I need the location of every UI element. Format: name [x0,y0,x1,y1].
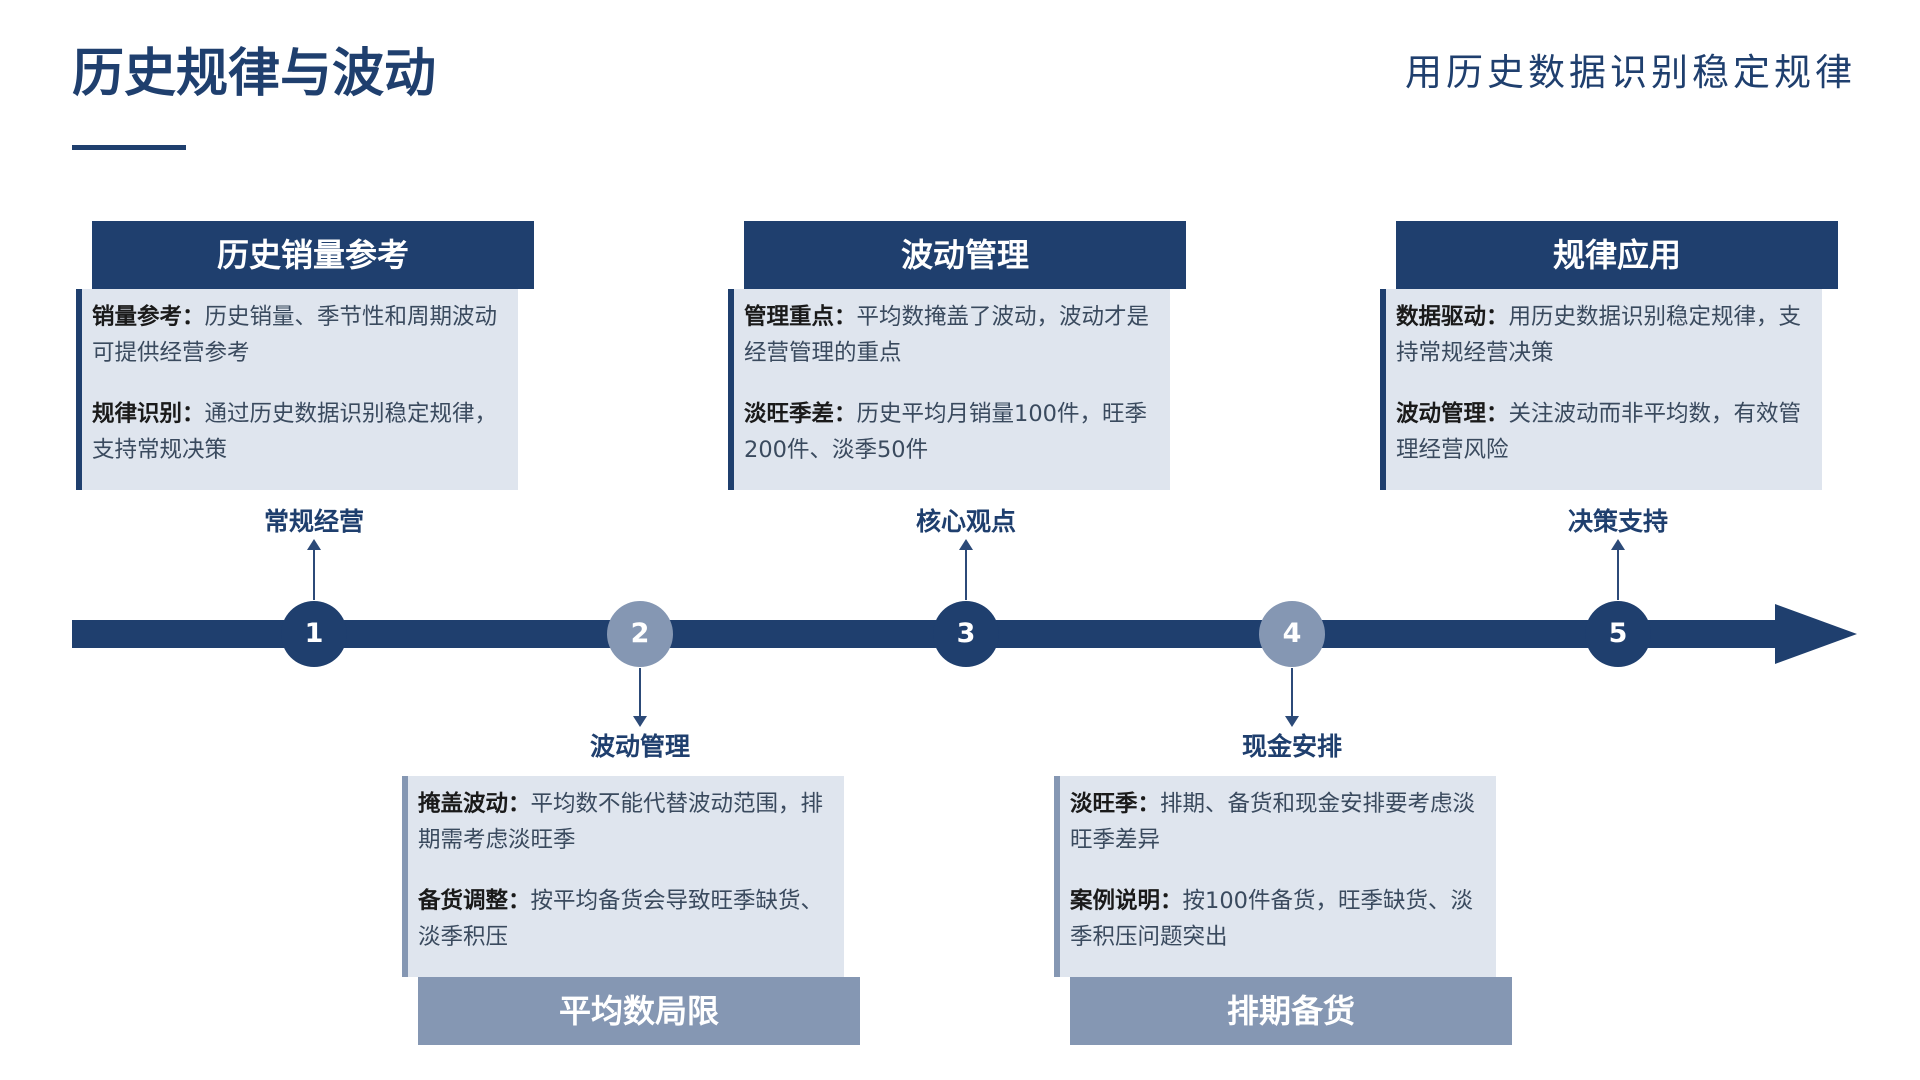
item-text: 平均数掩盖了波动，波动才是经营管理的重点 [744,304,1150,366]
card-4-item-1: 淡旺季：排期、备货和现金安排要考虑淡旺季差异 [1070,786,1484,858]
card-3-item-1: 管理重点：平均数掩盖了波动，波动才是经营管理的重点 [744,299,1158,371]
item-label: 淡旺季差： [744,401,857,427]
card-2-item-2: 备货调整：按平均备货会导致旺季缺货、淡季积压 [418,883,832,955]
card-4-item-2: 案例说明：按100件备货，旺季缺货、淡季积压问题突出 [1070,883,1484,955]
card-header-3: 波动管理 [744,221,1186,289]
timeline-node-4: 4 [1259,601,1325,667]
connector-line [639,668,641,724]
item-text: 用历史数据识别稳定规律，支持常规经营决策 [1396,304,1802,366]
card-body-4: 淡旺季：排期、备货和现金安排要考虑淡旺季差异 案例说明：按100件备货，旺季缺货… [1054,776,1496,977]
item-text: 按平均备货会导致旺季缺货、淡季积压 [418,888,824,950]
item-label: 规律识别： [92,401,205,427]
card-body-5: 数据驱动：用历史数据识别稳定规律，支持常规经营决策 波动管理：关注波动而非平均数… [1380,289,1822,490]
connector-line [1291,668,1293,724]
card-1-item-1: 销量参考：历史销量、季节性和周期波动可提供经营参考 [92,299,506,371]
card-body-3: 管理重点：平均数掩盖了波动，波动才是经营管理的重点 淡旺季差：历史平均月销量10… [728,289,1170,490]
page-title: 历史规律与波动 [72,44,437,104]
point-label-2: 波动管理 [589,732,690,761]
card-body-1: 销量参考：历史销量、季节性和周期波动可提供经营参考 规律识别：通过历史数据识别稳… [76,289,518,490]
item-label: 管理重点： [744,304,857,330]
page-subtitle: 用历史数据识别稳定规律 [1405,51,1856,94]
item-label: 波动管理： [1396,401,1509,427]
connector-line [1617,548,1619,600]
item-text: 历史销量、季节性和周期波动可提供经营参考 [92,304,498,366]
point-label-4: 现金安排 [1241,732,1342,761]
timeline-bar [72,620,1782,648]
timeline-node-3: 3 [933,601,999,667]
title-underline [72,145,186,150]
timeline-node-2: 2 [607,601,673,667]
item-label: 销量参考： [92,304,205,330]
timeline-node-1: 1 [281,601,347,667]
card-header-5: 规律应用 [1396,221,1838,289]
arrow-up-icon [959,539,973,550]
item-label: 掩盖波动： [418,791,531,817]
arrow-down-icon [633,716,647,727]
card-2-item-1: 掩盖波动：平均数不能代替波动范围，排期需考虑淡旺季 [418,786,832,858]
timeline-arrowhead-icon [1775,604,1857,664]
arrow-up-icon [1611,539,1625,550]
item-text: 关注波动而非平均数，有效管理经营风险 [1396,401,1802,463]
connector-line [313,548,315,600]
item-label: 数据驱动： [1396,304,1509,330]
item-text: 通过历史数据识别稳定规律，支持常规决策 [92,401,498,463]
card-3-item-2: 淡旺季差：历史平均月销量100件，旺季200件、淡季50件 [744,396,1158,468]
timeline-node-5: 5 [1585,601,1651,667]
item-text: 历史平均月销量100件，旺季200件、淡季50件 [744,401,1147,463]
card-header-1: 历史销量参考 [92,221,534,289]
card-header-4: 排期备货 [1070,977,1512,1045]
card-header-2: 平均数局限 [418,977,860,1045]
item-label: 淡旺季： [1070,791,1161,817]
point-label-3: 核心观点 [915,507,1016,536]
arrow-down-icon [1285,716,1299,727]
item-text: 按100件备货，旺季缺货、淡季积压问题突出 [1070,888,1473,950]
card-5-item-1: 数据驱动：用历史数据识别稳定规律，支持常规经营决策 [1396,299,1810,371]
item-text: 平均数不能代替波动范围，排期需考虑淡旺季 [418,791,824,853]
card-1-item-2: 规律识别：通过历史数据识别稳定规律，支持常规决策 [92,396,506,468]
arrow-up-icon [307,539,321,550]
item-label: 案例说明： [1070,888,1183,914]
card-body-2: 掩盖波动：平均数不能代替波动范围，排期需考虑淡旺季 备货调整：按平均备货会导致旺… [402,776,844,977]
item-label: 备货调整： [418,888,531,914]
point-label-1: 常规经营 [263,507,364,536]
item-text: 排期、备货和现金安排要考虑淡旺季差异 [1070,791,1476,853]
connector-line [965,548,967,600]
point-label-5: 决策支持 [1567,507,1668,536]
card-5-item-2: 波动管理：关注波动而非平均数，有效管理经营风险 [1396,396,1810,468]
